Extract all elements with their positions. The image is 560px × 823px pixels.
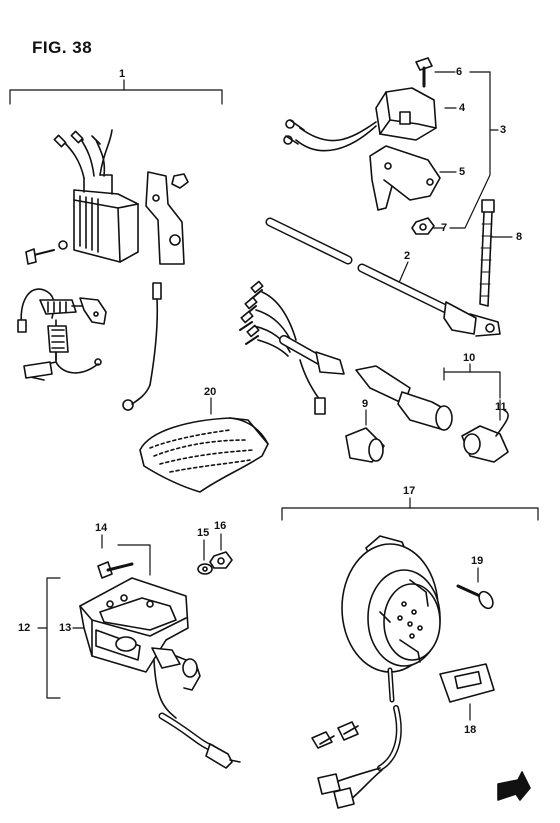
callout-9: 9 — [362, 398, 369, 410]
bag-icon — [139, 417, 269, 493]
callout-18: 18 — [464, 724, 477, 736]
callout-1: 1 — [119, 68, 126, 80]
callout-6: 6 — [456, 66, 463, 78]
callout-12: 12 — [18, 622, 31, 634]
callout-4: 4 — [459, 102, 466, 114]
callout-11: 11 — [495, 401, 507, 413]
ground-lead-icon — [122, 282, 162, 411]
nut-icon — [411, 217, 435, 235]
front-arrow-icon — [497, 771, 531, 801]
sensor-lead-icon — [17, 288, 107, 381]
grommet-icon — [345, 427, 385, 463]
callout-3: 3 — [500, 124, 507, 136]
callout-14: 14 — [95, 522, 108, 534]
cap-icon — [461, 409, 509, 463]
buzzer-icon — [341, 535, 441, 703]
callout-20: 20 — [204, 386, 217, 398]
figure-title: FIG. 38 — [32, 38, 93, 57]
callout-17: 17 — [403, 485, 416, 497]
screw-icon — [456, 584, 494, 610]
switch-icon — [79, 577, 201, 719]
relay-icon — [283, 87, 437, 152]
switch-lead-icon — [158, 712, 241, 769]
cushion-icon — [439, 663, 495, 703]
callout-8: 8 — [516, 231, 523, 243]
bracket-icon — [369, 145, 441, 211]
cable-tie-icon — [479, 199, 495, 307]
wire-harness-icon — [239, 280, 453, 431]
callout-15: 15 — [197, 527, 210, 539]
bolt-icon — [415, 57, 433, 88]
callout-5: 5 — [459, 166, 466, 178]
callout-16: 16 — [214, 520, 227, 532]
callout-2: 2 — [404, 250, 411, 262]
screw-icon — [97, 561, 134, 579]
nut-icon — [209, 551, 233, 569]
rectifier-regulator-icon — [25, 129, 189, 265]
callout-13: 13 — [59, 622, 72, 634]
callout-10: 10 — [463, 352, 476, 364]
washer-icon — [197, 563, 213, 575]
leader-lines — [9, 71, 539, 721]
buzzer-lead-icon — [311, 705, 402, 809]
callout-7: 7 — [441, 222, 448, 234]
callout-19: 19 — [471, 555, 484, 567]
lead-wire-icon — [265, 217, 501, 337]
